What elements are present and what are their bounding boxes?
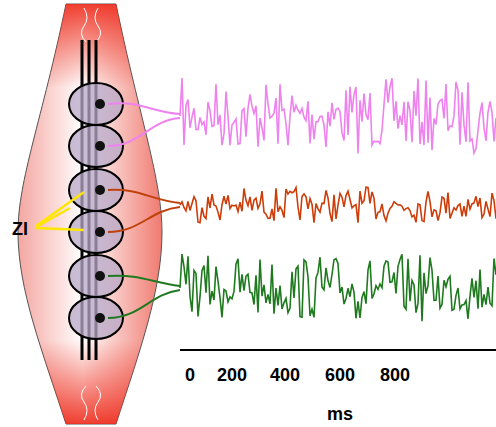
emg-traces [180,78,496,321]
lead-wires [108,103,180,318]
emg-signal [180,78,496,154]
tick-label: 400 [270,366,300,384]
electrode-contact [95,185,105,195]
muscle-belly [18,4,162,424]
electrode-contact [95,99,105,109]
emg-signal [180,254,496,321]
tick-label: 800 [380,366,410,384]
electrode-contact [95,271,105,281]
tick-label: 600 [325,366,355,384]
time-axis [180,349,496,351]
electrode-group [69,83,123,339]
innervation-zone-lines [36,192,84,230]
tick-label: 200 [217,366,247,384]
muscle-tendon-shade [18,4,162,424]
electrode-contact [95,313,105,323]
electrode-contact [95,227,105,237]
zone-label: ZI [12,220,28,238]
tick-label: 0 [185,366,195,384]
electrode-contact [95,141,105,151]
axis-unit: ms [327,405,353,423]
emg-signal [180,187,496,223]
